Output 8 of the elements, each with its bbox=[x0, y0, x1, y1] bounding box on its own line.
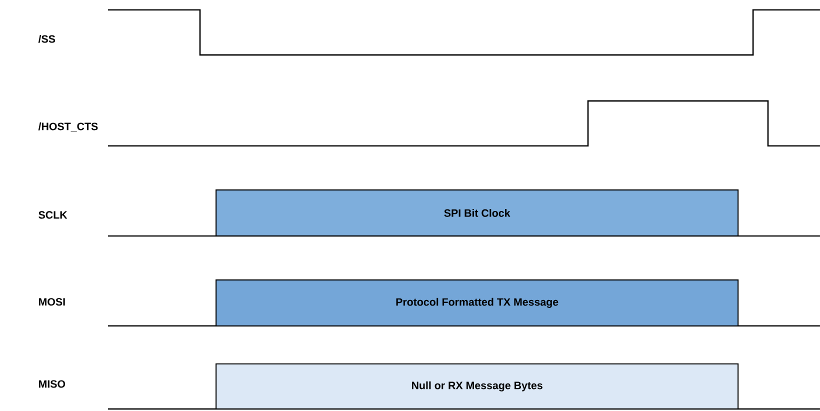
signal-box: Protocol Formatted TX Message bbox=[216, 279, 739, 326]
signal-box: Null or RX Message Bytes bbox=[216, 363, 739, 410]
signal-name: /HOST_CTS bbox=[38, 122, 98, 132]
signal-name: /SS bbox=[38, 34, 56, 43]
signal-name: MOSI bbox=[39, 298, 65, 306]
signal-name: SCLK bbox=[38, 211, 68, 219]
signal-box: SPI Bit Clock bbox=[216, 189, 739, 236]
signal-name: MISO bbox=[39, 380, 66, 388]
